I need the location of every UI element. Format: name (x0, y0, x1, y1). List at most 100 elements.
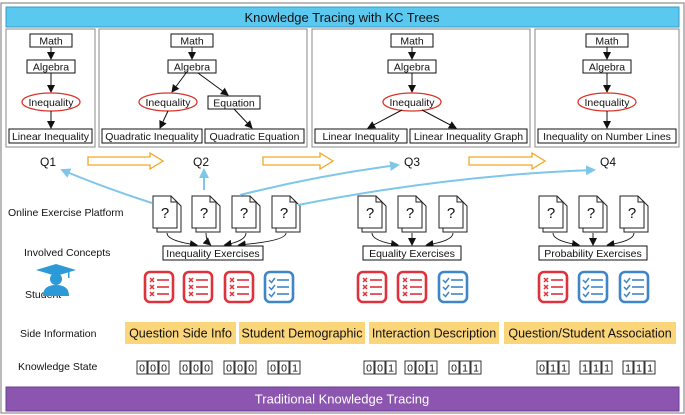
correct-response-icon (437, 270, 469, 304)
tree-panel-q2 (98, 28, 308, 148)
tree-node-mid: Algebra (589, 62, 625, 74)
state-bit: 0 (161, 363, 167, 375)
state-bit: 0 (270, 363, 276, 375)
exercise-doc: ? (578, 195, 608, 233)
correct-response-icon (263, 270, 295, 304)
orange-arrow (468, 151, 547, 171)
exercise-doc: ? (619, 195, 649, 233)
row-label-knowledge-state: Knowledge State (18, 361, 98, 373)
student-icon (36, 264, 76, 296)
kc-tree-q3: Math Algebra Inequality Linear Inequalit… (314, 33, 528, 144)
exercise-doc: ? (397, 195, 427, 233)
row-label-concepts: Involved Concepts (24, 247, 110, 259)
sequence-arrows (87, 151, 547, 171)
incorrect-response-icon (356, 270, 388, 304)
state-bit: 1 (292, 363, 298, 375)
tree-leaf: Quadratic Inequality (105, 131, 199, 143)
question-mark: ? (628, 205, 636, 222)
question-mark: ? (447, 205, 455, 222)
state-bit: 0 (182, 363, 188, 375)
side-info-box (125, 322, 236, 344)
tree-node-root: Math (595, 36, 619, 48)
question-mark: ? (547, 205, 555, 222)
state-bit: 1 (625, 363, 631, 375)
state-bit: 1 (429, 363, 435, 375)
exercise-group-label: Inequality Exercises (166, 248, 259, 260)
state-bit: 1 (604, 363, 610, 375)
state-bit: 1 (473, 363, 479, 375)
exercise-group-label: Equality Exercises (369, 248, 455, 260)
footer-bar (5, 386, 680, 412)
side-info-label: Student Demographic (242, 327, 363, 341)
concept-connector (371, 232, 399, 248)
question-mark: ? (240, 205, 248, 222)
question-mark: ? (366, 205, 374, 222)
question-label-q4: Q4 (600, 155, 616, 169)
question-mark: ? (587, 205, 595, 222)
state-bit: 0 (150, 363, 156, 375)
tree-node-sibling: Equation (213, 98, 255, 110)
tree-node-mid: Algebra (33, 62, 69, 74)
question-label-q1: Q1 (40, 155, 56, 169)
exercise-doc: ? (152, 195, 182, 233)
incorrect-response-icon (537, 270, 569, 304)
question-mark: ? (161, 205, 169, 222)
state-bit: 0 (237, 363, 243, 375)
question-mark: ? (280, 205, 288, 222)
state-bit: 0 (407, 363, 413, 375)
state-bit: 1 (561, 363, 567, 375)
incorrect-response-icon (143, 270, 175, 304)
exercise-doc: ? (357, 195, 387, 233)
mapping-arrows (60, 161, 596, 206)
state-bit: 0 (248, 363, 254, 375)
side-info-label: Question Side Info (129, 327, 232, 341)
concept-connector (223, 232, 247, 248)
state-bit: 0 (193, 363, 199, 375)
kc-tree-q1: Math Algebra Inequality Linear Inequalit… (8, 33, 93, 144)
incorrect-response-icon (223, 270, 255, 304)
exercise-doc: ? (271, 195, 301, 233)
side-info-box (369, 322, 499, 344)
footer-title: Traditional Knowledge Tracing (255, 392, 429, 407)
side-info-box (504, 322, 676, 344)
kc-tree-q2: Math Algebra Inequality Equation Quadrat… (101, 33, 305, 144)
tree-leaf: Linear Inequality (322, 131, 400, 143)
side-info-box (239, 322, 365, 344)
correct-response-icon (577, 270, 609, 304)
concept-connector (606, 232, 635, 248)
exercise-group-box (362, 245, 462, 261)
tree-node-root: Math (400, 36, 424, 48)
state-bit: 1 (550, 363, 556, 375)
concept-connector (202, 232, 212, 246)
tree-node-root: Math (180, 36, 204, 48)
concept-connector (425, 232, 454, 248)
kc-tree-q4: Math Algebra Inequality Inequality on Nu… (537, 33, 677, 144)
state-bit: 0 (377, 363, 383, 375)
exercise-doc: ? (538, 195, 568, 233)
side-info-label: Question/Student Association (508, 327, 671, 341)
state-bit: 1 (647, 363, 653, 375)
state-bit: 0 (204, 363, 210, 375)
orange-arrow (262, 151, 335, 171)
concept-connector (166, 232, 198, 249)
orange-arrow (87, 151, 165, 171)
row-label-platform: Online Exercise Platform (8, 207, 124, 219)
state-bit: 0 (451, 363, 457, 375)
state-bit: 0 (539, 363, 545, 375)
state-bit: 1 (582, 363, 588, 375)
response-cards (143, 270, 650, 304)
tree-node-mid: Algebra (394, 62, 430, 74)
tree-panel-q1 (5, 28, 96, 148)
exercise-doc: ? (231, 195, 261, 233)
state-bit: 1 (636, 363, 642, 375)
